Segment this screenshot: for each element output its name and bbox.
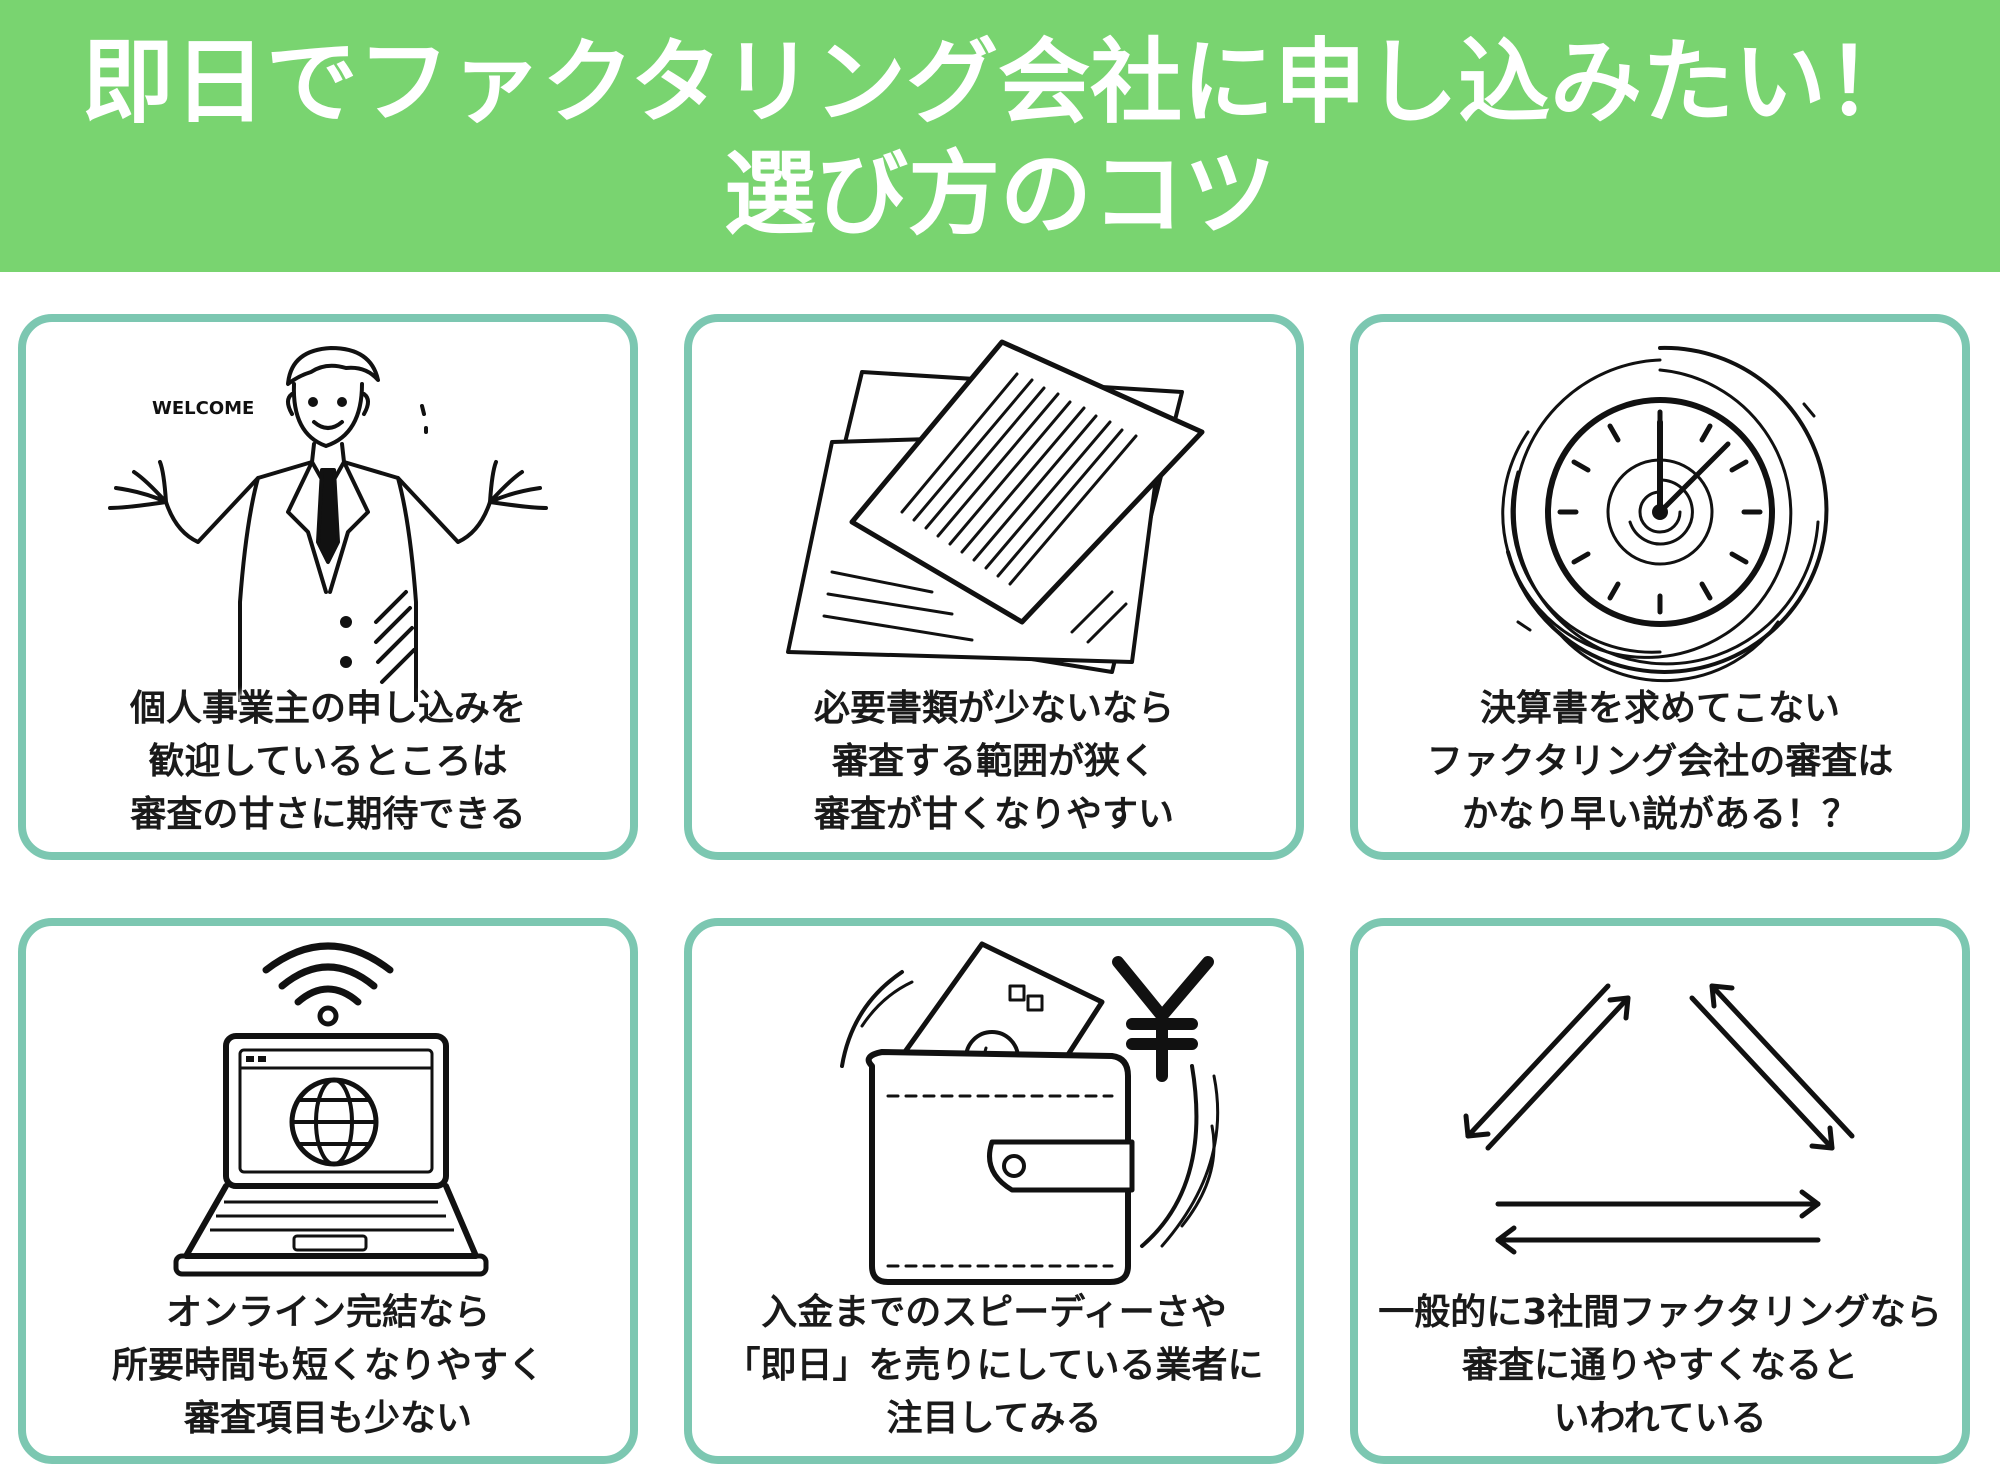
title-banner: 即日でファクタリング会社に申し込みたい！ 選び方のコツ	[0, 0, 2000, 272]
page-title-line-2: 選び方のコツ	[723, 141, 1276, 248]
businessman-welcome-icon: WELCOME	[108, 346, 548, 702]
caption-line-2: 「即日」を売りにしている業者に	[724, 1345, 1264, 1386]
caption-line-2: ファクタリング会社の審査は	[1426, 741, 1894, 782]
wallet-yen-icon	[840, 941, 1220, 1285]
tip-card-few-documents: 必要書類が少ないなら 審査する範囲が狭く 審査が甘くなりやすい	[684, 314, 1304, 860]
caption-line-1: 一般的に3社間ファクタリングなら	[1378, 1292, 1942, 1333]
caption-line-1: オンライン完結なら	[165, 1292, 490, 1333]
tip-card-individual-business: WELCOME 個人事業主の申し込みを 歓迎しているところは 審査の甘さに期待で…	[18, 314, 638, 860]
caption-line-1: 個人事業主の申し込みを	[129, 688, 526, 729]
tip-card-no-financial-statement: 決算書を求めてこない ファクタリング会社の審査は かなり早い説がある！？	[1350, 314, 1970, 860]
caption-line-1: 決算書を求めてこない	[1479, 688, 1840, 729]
page-title-line-1: 即日でファクタリング会社に申し込みたい！	[81, 29, 1919, 136]
tip-card-same-day: 入金までのスピーディーさや 「即日」を売りにしている業者に 注目してみる	[684, 918, 1304, 1464]
welcome-label: WELCOME	[152, 398, 254, 419]
tip-caption: オンライン完結なら 所要時間も短くなりやすく 審査項目も少ない	[26, 1286, 630, 1445]
caption-line-2: 所要時間も短くなりやすく	[111, 1345, 544, 1386]
caption-line-3: 審査の甘さに期待できる	[130, 794, 526, 835]
laptop-wifi-icon	[173, 942, 489, 1277]
caption-line-2: 審査に通りやすくなると	[1461, 1345, 1858, 1386]
clock-icon	[1501, 345, 1829, 683]
tip-caption: 一般的に3社間ファクタリングなら 審査に通りやすくなると いわれている	[1358, 1286, 1962, 1445]
tip-caption: 必要書類が少ないなら 審査する範囲が狭く 審査が甘くなりやすい	[692, 682, 1296, 841]
tip-card-online: オンライン完結なら 所要時間も短くなりやすく 審査項目も少ない	[18, 918, 638, 1464]
caption-line-3: いわれている	[1553, 1398, 1767, 1439]
tip-caption: 個人事業主の申し込みを 歓迎しているところは 審査の甘さに期待できる	[26, 682, 630, 841]
caption-line-3: 審査項目も少ない	[183, 1398, 472, 1439]
caption-line-1: 入金までのスピーディーさや	[761, 1292, 1227, 1333]
caption-line-3: かなり早い説がある！？	[1461, 794, 1858, 835]
tip-caption: 入金までのスピーディーさや 「即日」を売りにしている業者に 注目してみる	[692, 1286, 1296, 1445]
caption-line-3: 注目してみる	[886, 1398, 1102, 1439]
documents-icon	[786, 339, 1205, 674]
tip-caption: 決算書を求めてこない ファクタリング会社の審査は かなり早い説がある！？	[1358, 682, 1962, 841]
tip-card-three-party: 一般的に3社間ファクタリングなら 審査に通りやすくなると いわれている	[1350, 918, 1970, 1464]
three-party-arrows-icon	[1463, 983, 1855, 1255]
caption-line-2: 審査する範囲が狭く	[831, 741, 1156, 782]
caption-line-2: 歓迎しているところは	[148, 741, 508, 782]
caption-line-3: 審査が甘くなりやすい	[813, 794, 1174, 835]
caption-line-1: 必要書類が少ないなら	[813, 688, 1174, 729]
